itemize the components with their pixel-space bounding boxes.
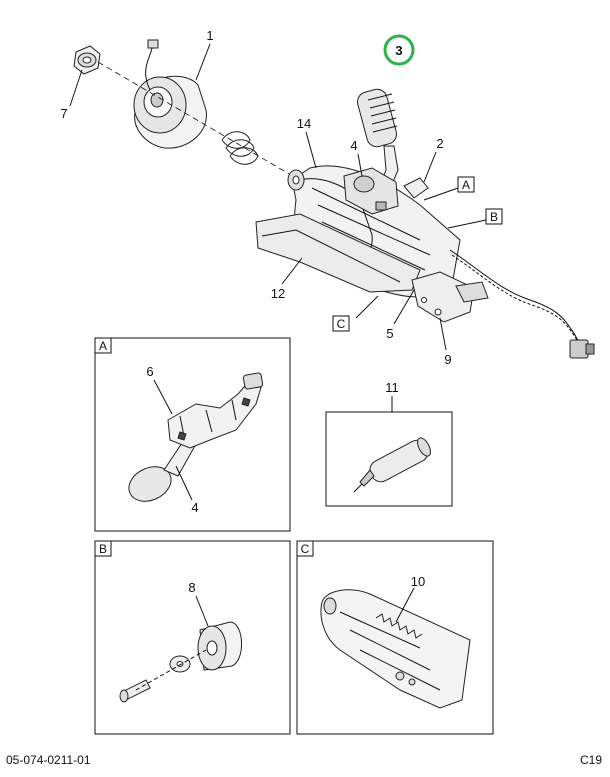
callout-2: 2 [436,136,443,151]
callout-1: 1 [206,28,213,43]
part-4-switch [343,167,399,215]
sheet-number: C19 [579,753,602,767]
part-10-spring [375,613,423,639]
callout-3-highlight: 3 [383,34,415,66]
callout-3: 3 [395,43,402,58]
callout-14: 14 [297,116,311,131]
main-assembly-view: 3 1 7 14 4 2 12 5 9 A B C [60,28,595,367]
detail-box-11: 11 [325,380,453,507]
callout-12: 12 [271,286,285,301]
part-9-mount-bracket [411,271,489,323]
spring-coil [221,131,259,165]
detail-c-housing-section [320,589,471,709]
callout-b-8: 8 [188,580,195,595]
svg-text:C: C [337,317,346,331]
detail-label-C: C [301,542,310,556]
callout-7: 7 [60,106,67,121]
callout-11: 11 [385,380,399,395]
detail-ref-B: B [485,208,503,225]
callout-a-6: 6 [146,364,153,379]
callout-c-10: 10 [411,574,425,589]
svg-text:B: B [490,210,498,224]
part-12-lower-shroud [255,213,421,293]
detail-label-B: B [99,542,107,556]
svg-text:A: A [462,178,470,192]
callout-5: 5 [386,326,393,341]
wiring-harness [449,249,595,359]
part-7-nut [73,45,101,75]
detail-a-lever-assembly [128,372,264,502]
callout-9: 9 [444,352,451,367]
detail-ref-C: C [332,315,350,332]
detail-box-C: C 10 [296,540,494,735]
part-2-bracket [403,177,429,199]
detail-box-B: B 8 [94,540,291,735]
part-11-grease-tube [353,437,431,493]
detail-ref-A: A [457,176,475,193]
washer [169,655,191,673]
callout-a-4: 4 [191,500,198,515]
assembly-centerline [97,61,297,179]
detail-box-A: A 6 4 [94,337,291,532]
detail-label-A: A [99,339,107,353]
part-1-clockspring [133,39,207,149]
main-leader-lines [69,43,487,351]
callout-4: 4 [350,138,357,153]
part-8-roller [197,621,243,671]
document-number: 05-074-0211-01 [6,753,91,767]
